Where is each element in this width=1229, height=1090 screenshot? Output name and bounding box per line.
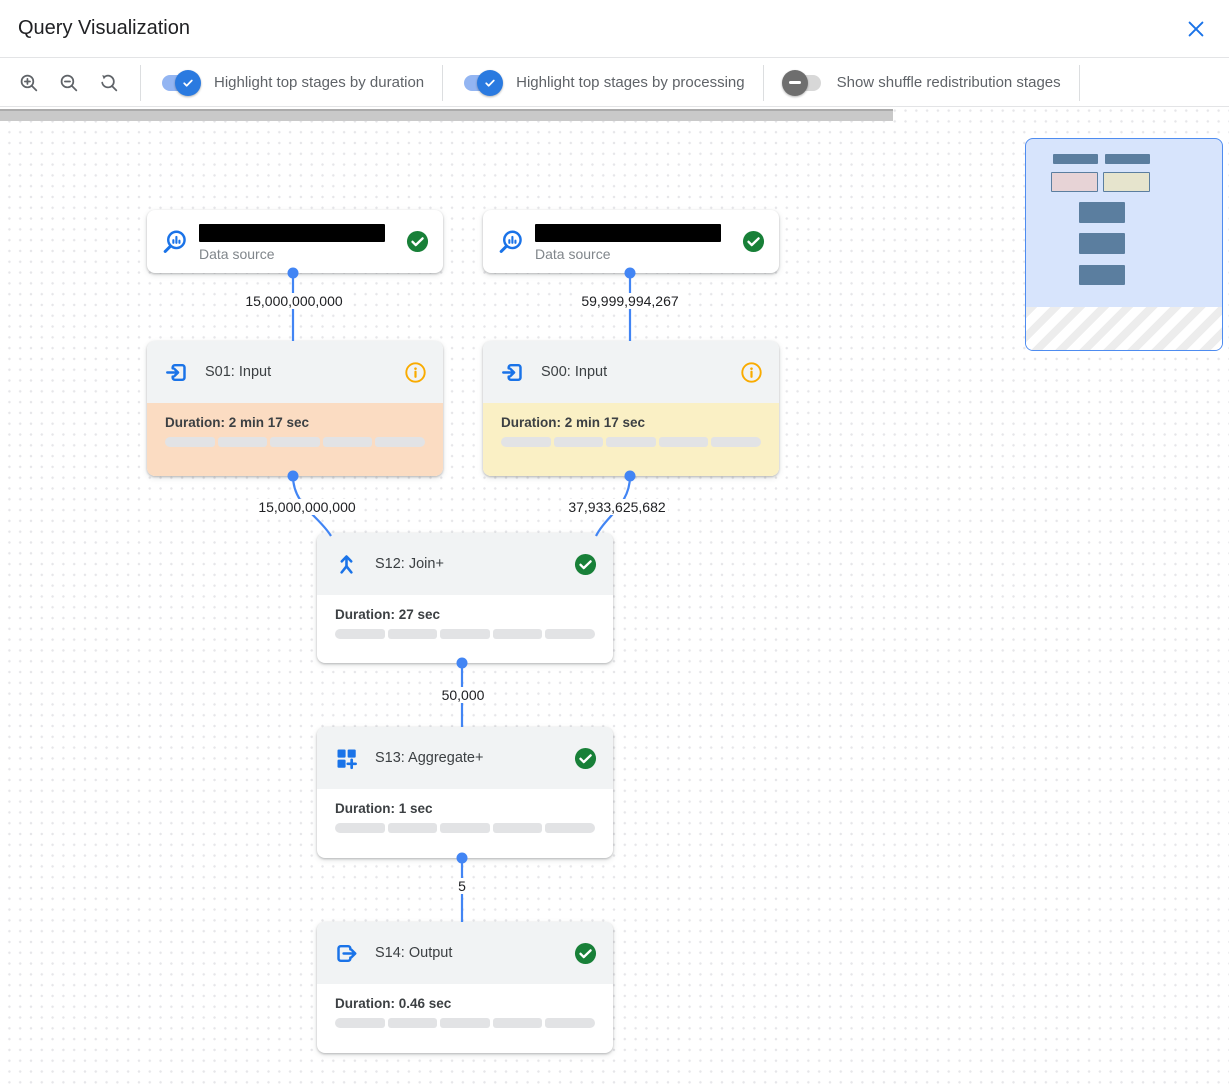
minimap-node [1105,154,1150,164]
output-icon [337,944,357,962]
data-source-label: Data source [199,245,275,262]
progress-bar [501,437,761,447]
highlight-duration-label: Highlight top stages by duration [214,74,425,91]
highlight-processing-label: Highlight top stages by processing [516,74,745,91]
node-stage-s12[interactable]: S12: Join+ Duration: 27 sec [317,533,613,663]
toggle-group-shuffle: Show shuffle redistribution stages [764,69,1079,96]
toolbar-divider [140,64,141,101]
duration-label: Duration: 0.46 sec [335,996,452,1011]
zoom-reset-button[interactable] [96,70,122,96]
stage-title: S01: Input [205,364,272,380]
stage-title: S13: Aggregate+ [375,750,484,766]
close-button[interactable] [1183,16,1209,42]
progress-bar [165,437,425,447]
data-source-icon [163,230,186,253]
toolbar-divider [442,64,444,101]
zoom-controls [0,70,140,96]
node-stage-s01[interactable]: S01: Input Duration: 2 min 17 sec [147,341,443,476]
redacted-table-name [535,223,721,242]
minimap-out-of-bounds-stripes [1026,307,1222,350]
stage-title: S00: Input [541,364,608,380]
input-icon [166,363,186,381]
horizontal-scrollbar[interactable] [0,109,893,121]
zoom-reset-icon [101,74,118,91]
minimap-node-highlight-processing [1103,172,1150,192]
graph-minimap[interactable] [1025,138,1223,351]
highlight-processing-toggle[interactable] [461,69,504,96]
join-icon [340,554,353,574]
panel-header: Query Visualization [0,0,1229,58]
duration-label: Duration: 27 sec [335,607,441,622]
toggle-group-processing: Highlight top stages by processing [443,69,762,96]
edge-label-rows: 5 [455,878,469,894]
zoom-in-icon [20,74,38,91]
minimap-node [1053,154,1098,164]
check-circle-icon [406,230,429,253]
check-circle-icon [574,942,597,964]
edge-label-rows: 59,999,994,267 [578,293,682,309]
check-circle-icon [742,230,765,253]
progress-bar [335,823,595,833]
graph-canvas[interactable]: Data source Data source [0,107,1229,1090]
page-title: Query Visualization [18,17,190,39]
minimap-node [1079,233,1125,254]
toolbar-divider [1078,64,1080,101]
redacted-table-name [199,223,385,242]
edge-label-rows: 15,000,000,000 [242,293,346,309]
input-icon [502,363,522,381]
toggle-thumb-check-icon [175,69,201,96]
graph-toolbar: Highlight top stages by duration Highlig… [0,59,1229,107]
check-circle-icon [574,747,597,769]
node-stage-s13[interactable]: S13: Aggregate+ Duration: 1 sec [317,727,613,858]
minimap-node [1079,265,1125,285]
progress-bar [335,629,595,639]
aggregate-icon [337,749,357,769]
zoom-out-icon [60,74,78,91]
node-stage-s00[interactable]: S00: Input Duration: 2 min 17 sec [483,341,779,476]
show-shuffle-toggle[interactable] [781,69,824,96]
toggle-thumb-minus-icon [781,69,808,96]
duration-label: Duration: 2 min 17 sec [501,415,646,430]
info-icon[interactable] [404,361,427,384]
show-shuffle-label: Show shuffle redistribution stages [836,74,1061,91]
data-source-icon [499,230,522,253]
edge-label-rows: 37,933,625,682 [565,499,669,515]
data-source-label: Data source [535,245,611,262]
close-icon [1188,21,1204,37]
stage-title: S14: Output [375,945,453,961]
node-data-source-2[interactable]: Data source [483,210,779,273]
edge-label-rows: 15,000,000,000 [255,499,359,515]
progress-bar [335,1018,595,1028]
node-data-source-1[interactable]: Data source [147,210,443,273]
minimap-node-highlight-duration [1051,172,1098,192]
minimap-node [1079,202,1125,223]
duration-label: Duration: 1 sec [335,801,433,816]
zoom-in-button[interactable] [16,70,42,96]
highlight-duration-toggle[interactable] [159,69,201,96]
toggle-group-duration: Highlight top stages by duration [141,69,442,96]
node-stage-s14[interactable]: S14: Output Duration: 0.46 sec [317,922,613,1053]
toolbar-divider [762,64,764,101]
edge-label-rows: 50,000 [438,687,488,703]
info-icon[interactable] [740,361,763,384]
zoom-out-button[interactable] [56,70,82,96]
toggle-thumb-check-icon [477,69,504,96]
stage-title: S12: Join+ [375,556,444,572]
check-circle-icon [574,553,597,575]
duration-label: Duration: 2 min 17 sec [165,415,310,430]
